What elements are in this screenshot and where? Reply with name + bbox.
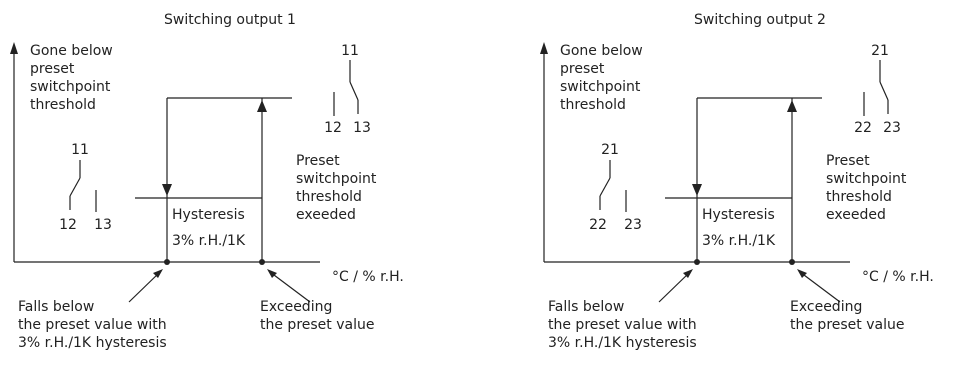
- contact-top-right: 13: [353, 120, 371, 136]
- hysteresis-title: Hysteresis: [172, 207, 245, 223]
- down-arrowhead: [162, 184, 172, 196]
- contact-low-right: 23: [624, 217, 642, 233]
- up-arrowhead: [257, 100, 267, 112]
- switching-output-2-diagram: [540, 42, 889, 303]
- threshold-exceeded-label: Preset switchpoint threshold exeeded: [296, 153, 377, 223]
- exceeding-point: [259, 259, 265, 265]
- switching-output-1-panel: Switching output 1 Gone below preset swi…: [0, 0, 488, 372]
- y-axis-label: Gone below preset switchpoint threshold: [30, 43, 113, 113]
- hysteresis-value: 3% r.H./1K: [702, 233, 776, 249]
- y-axis-arrowhead: [540, 42, 548, 54]
- contact-top-common: 21: [871, 43, 889, 59]
- up-arrowhead: [787, 100, 797, 112]
- y-axis-label: Gone below preset switchpoint threshold: [560, 43, 643, 113]
- contact-low-left: 12: [59, 217, 77, 233]
- y-axis-arrowhead: [10, 42, 18, 54]
- hysteresis-value: 3% r.H./1K: [172, 233, 246, 249]
- contact-top-common: 11: [341, 43, 359, 59]
- hysteresis-title: Hysteresis: [702, 207, 775, 223]
- contact-low-common: 21: [601, 142, 619, 158]
- contact-top-left: 22: [854, 120, 872, 136]
- contact-low-left: 22: [589, 217, 607, 233]
- x-axis-unit: °C / % r.H.: [332, 269, 404, 285]
- falls-below-point: [694, 259, 700, 265]
- falls-below-point: [164, 259, 170, 265]
- switching-output-2-panel: Switching output 2 Gone below preset swi…: [530, 0, 977, 372]
- falls-below-label: Falls below the preset value with 3% r.H…: [548, 299, 697, 351]
- threshold-exceeded-label: Preset switchpoint threshold exeeded: [826, 153, 907, 223]
- contact-low-common: 11: [71, 142, 89, 158]
- panel-title: Switching output 2: [694, 12, 826, 28]
- x-axis-unit: °C / % r.H.: [862, 269, 934, 285]
- contact-top-left: 12: [324, 120, 342, 136]
- down-arrowhead: [692, 184, 702, 196]
- contact-top-right: 23: [883, 120, 901, 136]
- exceeding-point: [789, 259, 795, 265]
- contact-low-right: 13: [94, 217, 112, 233]
- exceeding-label: Exceeding the preset value: [790, 299, 905, 333]
- panel-title: Switching output 1: [164, 12, 296, 28]
- switching-output-1-diagram: [10, 42, 359, 303]
- exceeding-label: Exceeding the preset value: [260, 299, 375, 333]
- falls-below-label: Falls below the preset value with 3% r.H…: [18, 299, 167, 351]
